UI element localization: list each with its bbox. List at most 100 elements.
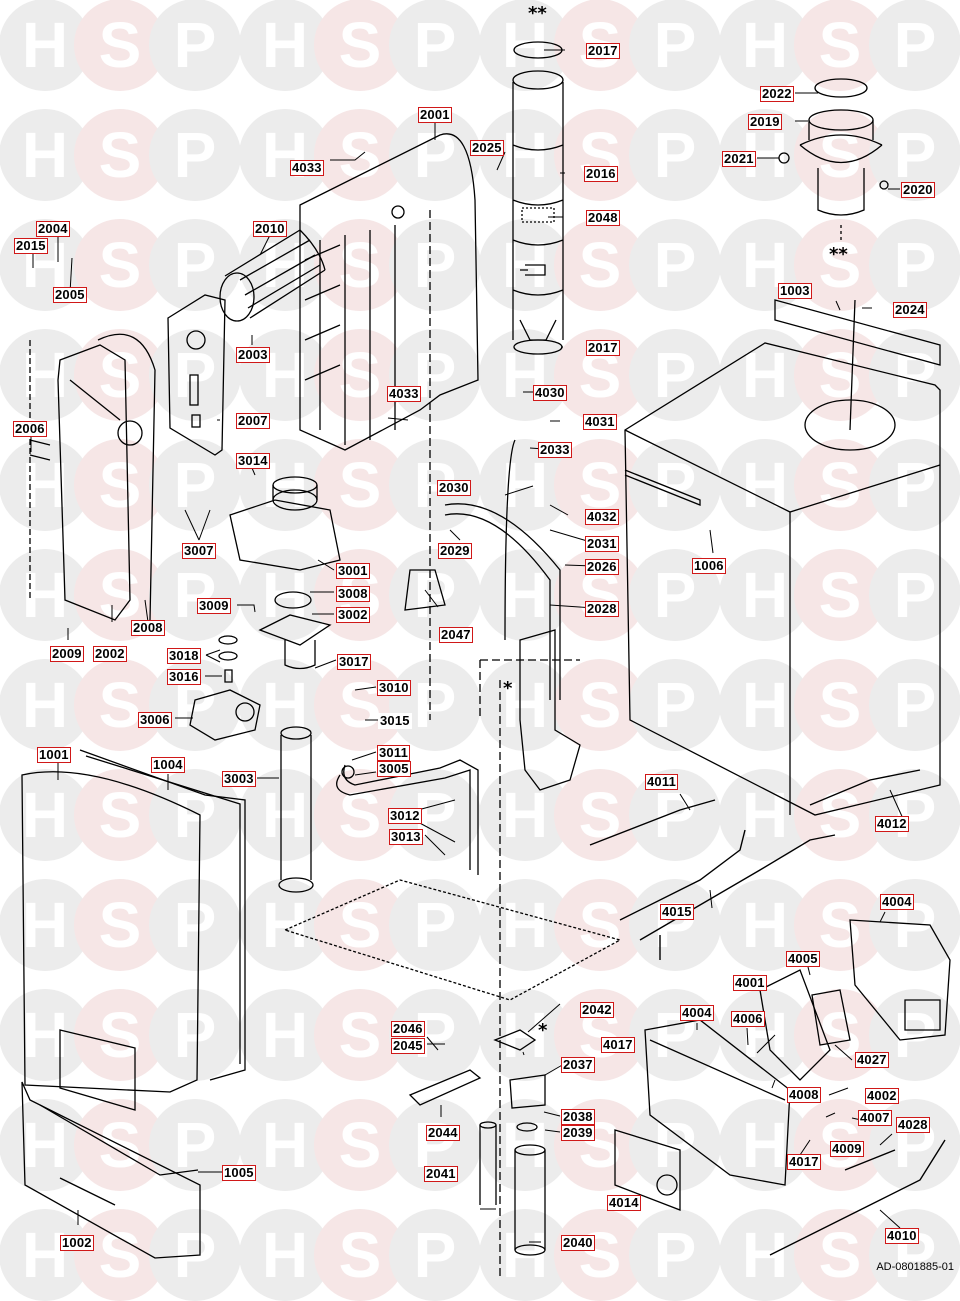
watermark-p: P [629, 989, 721, 1081]
part-label-3014[interactable]: 3014 [236, 453, 270, 469]
watermark-p: P [149, 109, 241, 201]
watermark-h: H [479, 329, 571, 421]
part-label-2033[interactable]: 2033 [538, 442, 572, 458]
watermark-p: P [149, 0, 241, 91]
part-label-4010[interactable]: 4010 [885, 1228, 919, 1244]
burner-gasket-drawing [167, 294, 226, 456]
watermark-p: P [149, 549, 241, 641]
part-label-2028[interactable]: 2028 [585, 601, 619, 617]
part-label-2001[interactable]: 2001 [418, 107, 452, 123]
watermark-p: P [149, 879, 241, 971]
part-label-4007[interactable]: 4007 [858, 1110, 892, 1126]
part-label-4004-center[interactable]: 4004 [680, 1005, 714, 1021]
part-label-3005[interactable]: 3005 [377, 761, 411, 777]
part-label-3008[interactable]: 3008 [336, 586, 370, 602]
part-label-2031[interactable]: 2031 [585, 536, 619, 552]
part-label-2026[interactable]: 2026 [585, 559, 619, 575]
watermark-p: P [389, 329, 481, 421]
part-label-2016[interactable]: 2016 [584, 166, 618, 182]
part-label-1002[interactable]: 1002 [60, 1235, 94, 1251]
part-label-4032[interactable]: 4032 [585, 509, 619, 525]
part-label-3002[interactable]: 3002 [336, 607, 370, 623]
part-label-2030[interactable]: 2030 [437, 480, 471, 496]
part-label-4028[interactable]: 4028 [896, 1117, 930, 1133]
part-label-3007[interactable]: 3007 [182, 543, 216, 559]
part-label-2021[interactable]: 2021 [722, 151, 756, 167]
part-label-4002[interactable]: 4002 [865, 1088, 899, 1104]
part-label-2007[interactable]: 2007 [236, 413, 270, 429]
part-label-2008[interactable]: 2008 [131, 620, 165, 636]
part-label-4006[interactable]: 4006 [731, 1011, 765, 1027]
watermark-p: P [389, 879, 481, 971]
part-label-2038[interactable]: 2038 [561, 1109, 595, 1125]
part-label-2048[interactable]: 2048 [586, 210, 620, 226]
part-label-4004-right[interactable]: 4004 [880, 894, 914, 910]
part-label-2004[interactable]: 2004 [36, 221, 70, 237]
part-label-2017-bottom[interactable]: 2017 [586, 340, 620, 356]
part-label-2003[interactable]: 2003 [236, 347, 270, 363]
part-label-2022[interactable]: 2022 [760, 86, 794, 102]
part-label-2017-top[interactable]: 2017 [586, 43, 620, 59]
part-label-3009[interactable]: 3009 [197, 598, 231, 614]
watermark-p: P [629, 219, 721, 311]
part-label-3018[interactable]: 3018 [167, 648, 201, 664]
part-label-2044[interactable]: 2044 [426, 1125, 460, 1141]
part-label-2006[interactable]: 2006 [13, 421, 47, 437]
part-label-4001[interactable]: 4001 [733, 975, 767, 991]
part-label-2025[interactable]: 2025 [470, 140, 504, 156]
part-label-2002[interactable]: 2002 [93, 646, 127, 662]
part-label-3012[interactable]: 3012 [388, 808, 422, 824]
part-label-4017-top[interactable]: 4017 [601, 1037, 635, 1053]
part-label-2009[interactable]: 2009 [50, 646, 84, 662]
part-label-4017-bottom[interactable]: 4017 [787, 1154, 821, 1170]
part-label-4033-top[interactable]: 4033 [290, 160, 324, 176]
watermark-h: H [719, 549, 811, 641]
part-label-1001[interactable]: 1001 [37, 747, 71, 763]
part-label-2041[interactable]: 2041 [424, 1166, 458, 1182]
heat-exchanger-drawing [299, 133, 479, 720]
part-label-1006[interactable]: 1006 [692, 558, 726, 574]
part-label-4033-mid[interactable]: 4033 [387, 386, 421, 402]
drawing-reference-code: AD-0801885-01 [876, 1261, 954, 1273]
part-label-2015[interactable]: 2015 [14, 238, 48, 254]
part-label-4015[interactable]: 4015 [660, 904, 694, 920]
part-label-2045[interactable]: 2045 [391, 1038, 425, 1054]
part-label-2020[interactable]: 2020 [901, 182, 935, 198]
part-label-2010[interactable]: 2010 [253, 221, 287, 237]
part-label-2040[interactable]: 2040 [561, 1235, 595, 1251]
part-label-3013[interactable]: 3013 [389, 829, 423, 845]
part-label-4011[interactable]: 4011 [645, 774, 679, 790]
part-label-4014[interactable]: 4014 [607, 1195, 641, 1211]
part-label-2047[interactable]: 2047 [439, 627, 473, 643]
double-star-marker-top: ** [528, 3, 547, 24]
part-label-4027[interactable]: 4027 [855, 1052, 889, 1068]
part-label-2039[interactable]: 2039 [561, 1125, 595, 1141]
part-label-4031[interactable]: 4031 [583, 414, 617, 430]
part-label-3006[interactable]: 3006 [138, 712, 172, 728]
part-label-2019[interactable]: 2019 [748, 114, 782, 130]
combustion-cover-drawing [29, 333, 156, 631]
part-label-1004[interactable]: 1004 [151, 757, 185, 773]
part-label-2046[interactable]: 2046 [391, 1021, 425, 1037]
part-label-3001[interactable]: 3001 [336, 563, 370, 579]
part-label-2005[interactable]: 2005 [53, 287, 87, 303]
watermark-p: P [629, 0, 721, 91]
part-label-2029[interactable]: 2029 [438, 543, 472, 559]
part-label-4030[interactable]: 4030 [533, 385, 567, 401]
part-label-3015[interactable]: 3015 [378, 713, 412, 729]
part-label-2037[interactable]: 2037 [561, 1057, 595, 1073]
part-label-3011[interactable]: 3011 [377, 745, 411, 761]
part-label-3010[interactable]: 3010 [377, 680, 411, 696]
watermark-s: S [314, 329, 406, 421]
part-label-1005[interactable]: 1005 [222, 1165, 256, 1181]
part-label-2042[interactable]: 2042 [580, 1002, 614, 1018]
part-label-4005[interactable]: 4005 [786, 951, 820, 967]
part-label-2024[interactable]: 2024 [893, 302, 927, 318]
part-label-4008[interactable]: 4008 [787, 1087, 821, 1103]
part-label-3016[interactable]: 3016 [167, 669, 201, 685]
part-label-4009[interactable]: 4009 [830, 1141, 864, 1157]
part-label-4012[interactable]: 4012 [875, 816, 909, 832]
part-label-1003[interactable]: 1003 [778, 283, 812, 299]
part-label-3003[interactable]: 3003 [222, 771, 256, 787]
part-label-3017[interactable]: 3017 [337, 654, 371, 670]
